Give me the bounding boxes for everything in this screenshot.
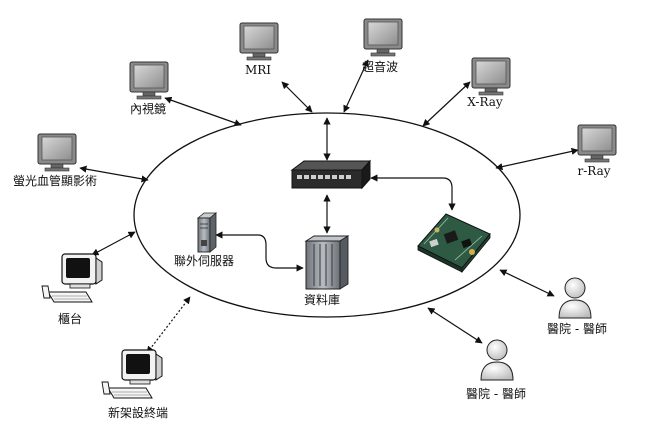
switch-icon bbox=[290, 160, 372, 171]
link-fluoroscopy bbox=[79, 165, 149, 183]
xray-label: X-Ray bbox=[467, 95, 503, 109]
database-tower-icon bbox=[304, 235, 350, 290]
rray-label: r-Ray bbox=[577, 164, 610, 178]
link-server-db bbox=[215, 231, 304, 272]
circuit-board bbox=[417, 213, 491, 274]
doctor-1-label: 醫院 - 醫師 bbox=[547, 322, 607, 336]
link-new-terminal bbox=[146, 296, 191, 354]
xray-workstation: X-Ray bbox=[467, 57, 511, 109]
new-terminal: 新架設終端 bbox=[101, 349, 168, 420]
server-tower-icon bbox=[196, 212, 218, 253]
fluoroscopy-label: 螢光血管顯影術 bbox=[13, 173, 97, 188]
monitor-icon bbox=[129, 61, 169, 100]
link-doctor-1 bbox=[499, 269, 555, 297]
database-server: 資料庫 bbox=[304, 235, 350, 307]
doctor-1: 醫院 - 醫師 bbox=[547, 277, 607, 336]
link-xray bbox=[422, 81, 471, 127]
circuit-board-icon bbox=[417, 213, 491, 274]
mri-label: MRI bbox=[245, 63, 271, 77]
link-mri bbox=[281, 81, 313, 113]
link-counter bbox=[91, 231, 136, 256]
person-icon bbox=[480, 339, 514, 381]
person-icon bbox=[558, 277, 592, 319]
monitor-icon bbox=[577, 124, 617, 163]
monitor-icon bbox=[239, 22, 279, 61]
ultrasound-workstation: 超音波 bbox=[362, 18, 403, 74]
endoscope-label: 內視鏡 bbox=[130, 101, 166, 116]
database-label: 資料庫 bbox=[304, 293, 340, 307]
counter-terminal: 櫃台 bbox=[41, 253, 103, 326]
doctor-2-label: 醫院 - 醫師 bbox=[466, 387, 526, 401]
network-switch bbox=[290, 159, 372, 190]
connections bbox=[79, 59, 579, 354]
fluoroscopy-workstation: 螢光血管顯影術 bbox=[13, 133, 97, 188]
link-ultrasound bbox=[343, 59, 369, 113]
new-terminal-label: 新架設終端 bbox=[108, 405, 168, 420]
link-doctor-2 bbox=[427, 307, 483, 344]
monitor-icon bbox=[37, 133, 77, 172]
counter-label: 櫃台 bbox=[58, 311, 82, 326]
link-rray bbox=[495, 147, 579, 171]
link-endoscope bbox=[164, 96, 242, 127]
network-ellipse bbox=[133, 112, 521, 318]
endoscope-workstation: 內視鏡 bbox=[129, 61, 169, 116]
rray-workstation: r-Ray bbox=[577, 124, 617, 178]
external-server-label: 聯外伺服器 bbox=[174, 254, 234, 268]
external-server: 聯外伺服器 bbox=[174, 212, 234, 268]
doctor-2: 醫院 - 醫師 bbox=[466, 339, 526, 401]
computer-icon bbox=[41, 253, 103, 303]
link-switch-board bbox=[370, 174, 456, 211]
computer-icon bbox=[101, 349, 163, 399]
monitor-icon bbox=[363, 18, 403, 57]
mri-workstation: MRI bbox=[239, 22, 279, 77]
ultrasound-label: 超音波 bbox=[362, 59, 398, 74]
monitor-icon bbox=[471, 57, 511, 96]
